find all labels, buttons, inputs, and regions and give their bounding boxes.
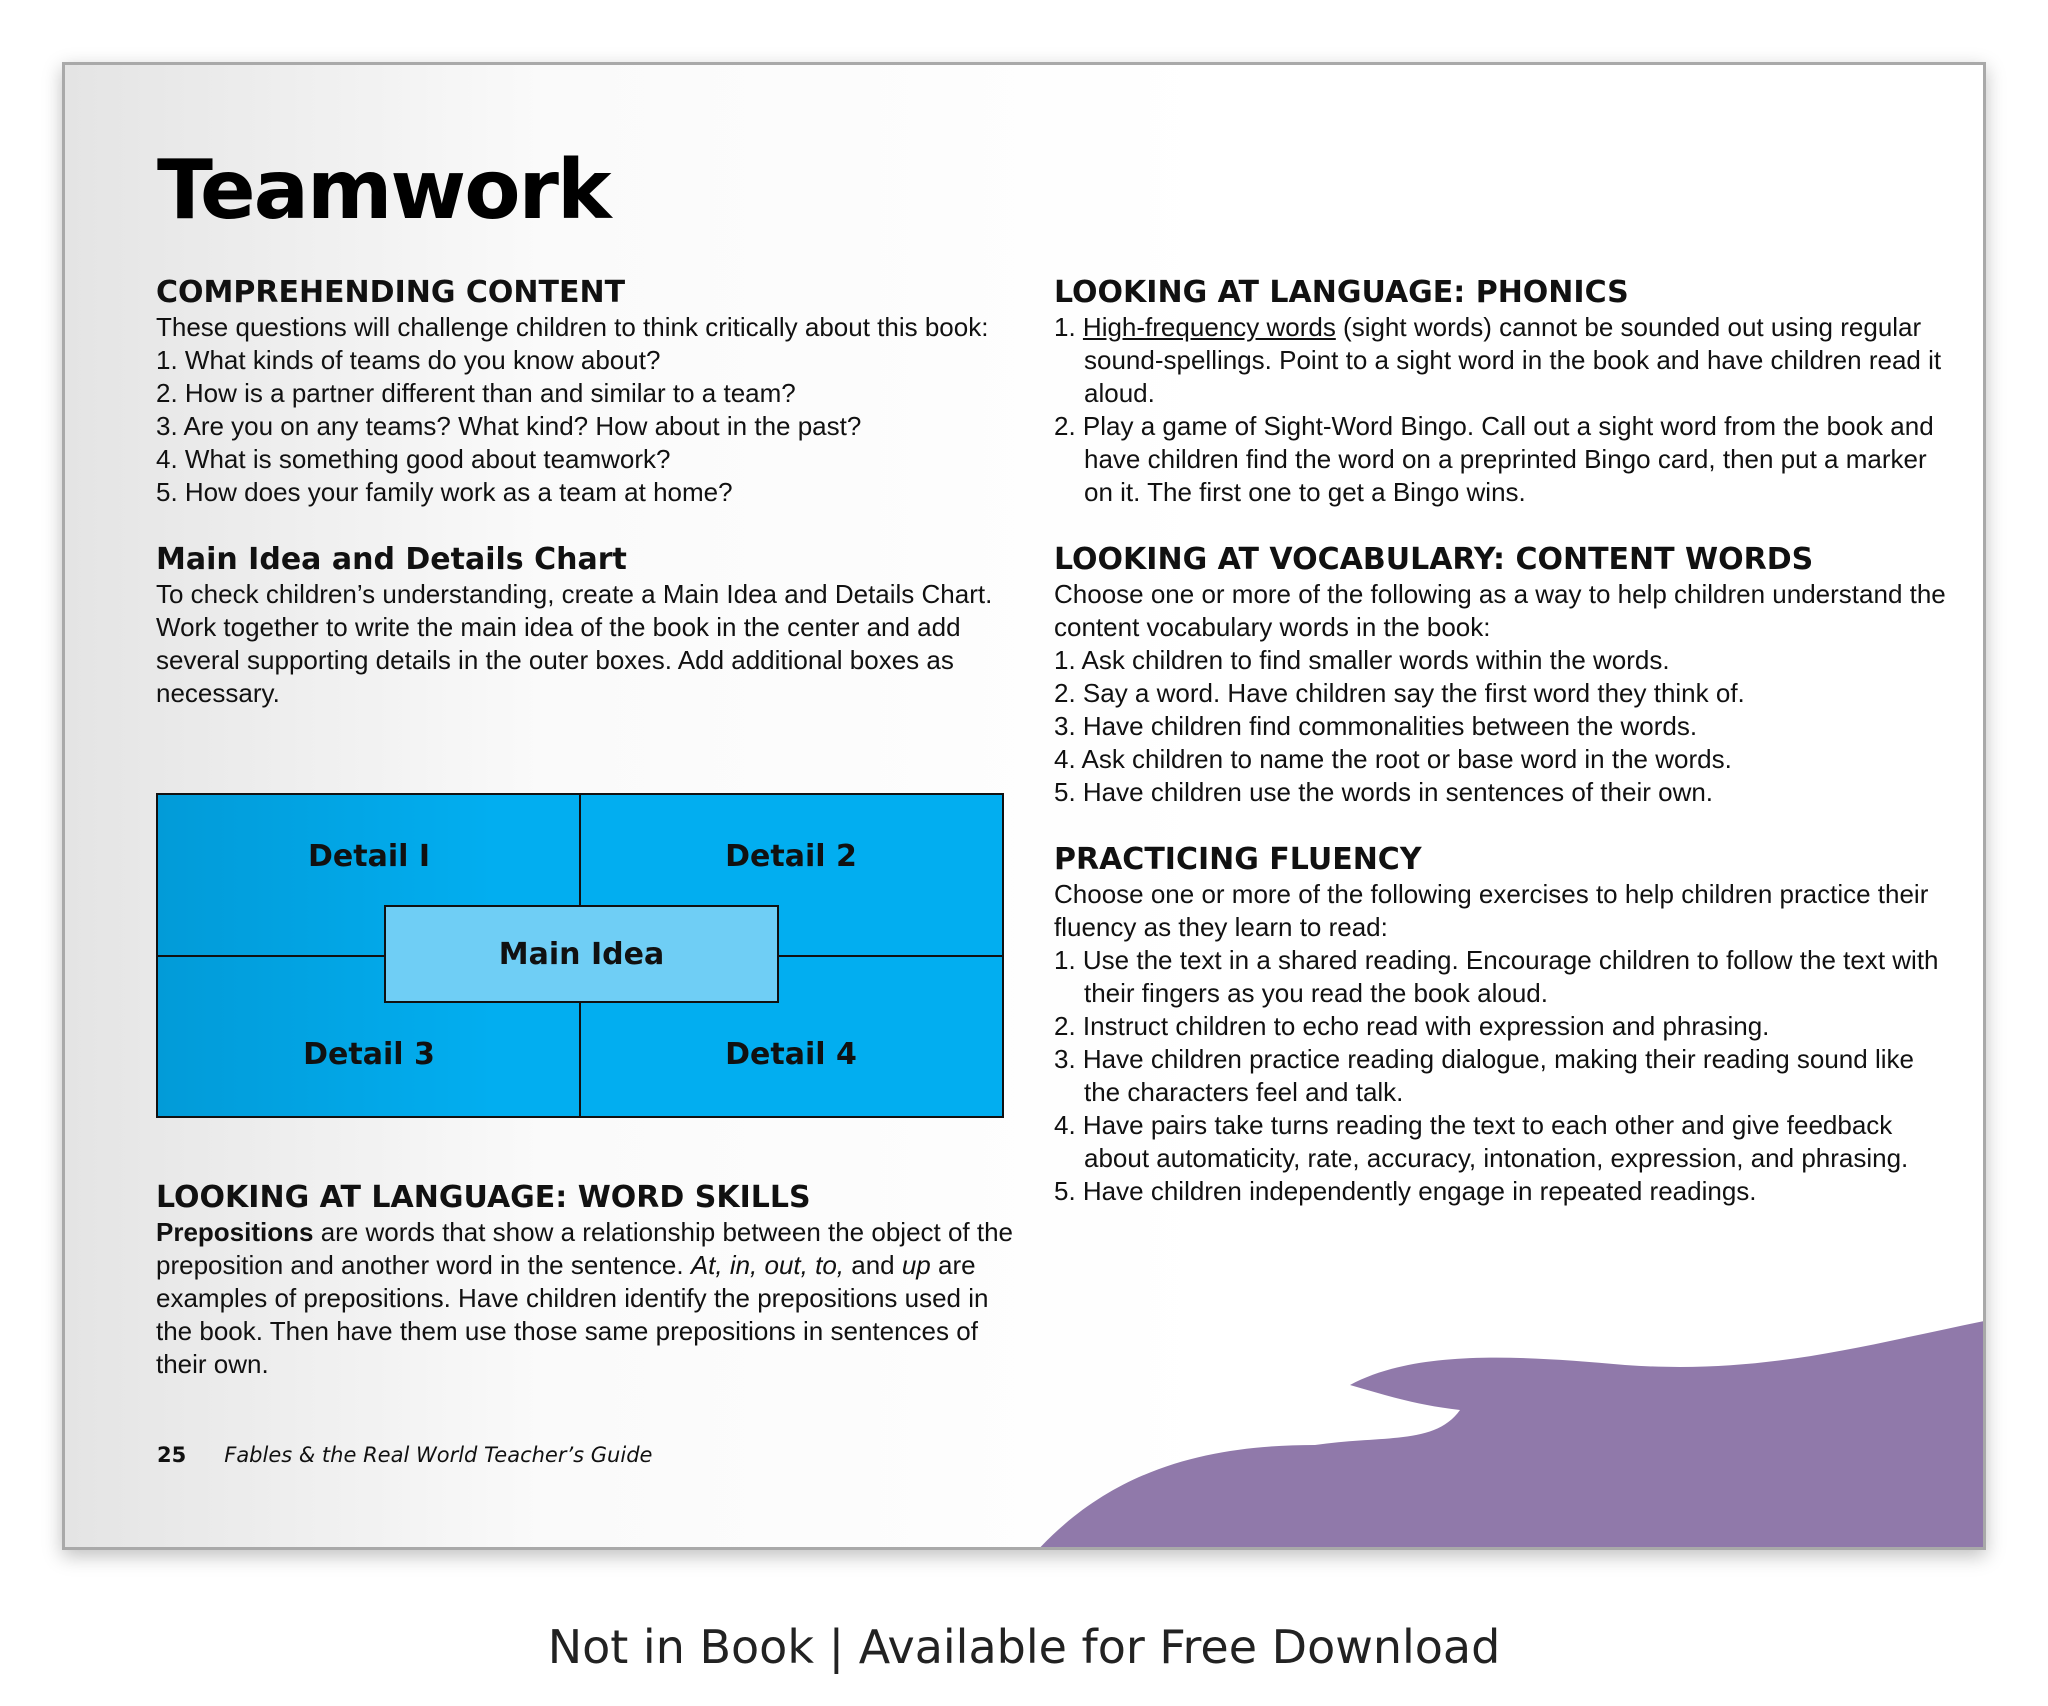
page-number: 25	[157, 1443, 187, 1467]
left-column: COMPREHENDING CONTENT These questions wi…	[156, 275, 1016, 743]
detail-1-box: Detail I	[307, 839, 430, 874]
main-idea-section: Main Idea and Details Chart To check chi…	[156, 542, 1016, 710]
text: and	[844, 1250, 902, 1280]
right-column: LOOKING AT LANGUAGE: PHONICS 1. High-fre…	[1054, 275, 1954, 1241]
list-item: 1. High-frequency words (sight words) ca…	[1054, 311, 1954, 410]
italic-text: At, in, out, to,	[690, 1250, 845, 1280]
list-item: 5. Have children independently engage in…	[1054, 1176, 1757, 1206]
detail-3-box: Detail 3	[303, 1037, 435, 1072]
comprehending-section: COMPREHENDING CONTENT These questions wi…	[156, 275, 1016, 509]
text: (sight words) cannot be sounded out usin…	[1084, 312, 1942, 408]
list-item: 4. Ask children to name the root or base…	[1054, 744, 1732, 774]
text: 1.	[1054, 312, 1083, 342]
section-text: Prepositions are words that show a relat…	[156, 1216, 1016, 1381]
page-footer: 25 Fables & the Real World Teacher’s Guid…	[157, 1443, 652, 1467]
list-item: 2. Say a word. Have children say the fir…	[1054, 678, 1745, 708]
list-item: 4. Have pairs take turns reading the tex…	[1054, 1110, 1909, 1173]
main-idea-box: Main Idea	[384, 905, 779, 1003]
section-text: To check children’s understanding, creat…	[156, 579, 993, 708]
guide-title: Fables & the Real World Teacher’s Guide	[224, 1443, 653, 1467]
section-intro: Choose one or more of the following as a…	[1054, 579, 1946, 642]
section-heading: LOOKING AT LANGUAGE: PHONICS	[1054, 275, 1629, 310]
italic-text: up	[901, 1250, 931, 1280]
list-item: 2. Play a game of Sight-Word Bingo. Call…	[1054, 411, 1934, 507]
list-item: 5. Have children use the words in senten…	[1054, 777, 1714, 807]
list-item: 1. What kinds of teams do you know about…	[156, 345, 661, 375]
phonics-section: LOOKING AT LANGUAGE: PHONICS 1. High-fre…	[1054, 275, 1954, 509]
purple-wave-decoration	[1040, 1321, 1983, 1547]
list-item: 5. How does your family work as a team a…	[156, 477, 733, 507]
list-item: 2. Instruct children to echo read with e…	[1054, 1011, 1770, 1041]
guide-page: Teamwork COMPREHENDING CONTENT These que…	[62, 62, 1986, 1550]
section-heading: PRACTICING FLUENCY	[1054, 842, 1422, 877]
availability-note: Not in Book | Available for Free Downloa…	[547, 1620, 1501, 1674]
list-item: 1. Use the text in a shared reading. Enc…	[1054, 945, 1939, 1008]
detail-4-box: Detail 4	[725, 1037, 857, 1072]
list-item: 4. What is something good about teamwork…	[156, 444, 671, 474]
vocabulary-section: LOOKING AT VOCABULARY: CONTENT WORDS Cho…	[1054, 542, 1954, 809]
text: are words that show a relationship betwe…	[156, 1217, 1014, 1280]
list-item: 3. Are you on any teams? What kind? How …	[156, 411, 862, 441]
detail-2-box: Detail 2	[725, 839, 857, 874]
page-title: Teamwork	[157, 143, 611, 238]
bold-term: Prepositions	[156, 1217, 314, 1247]
text: are examples of prepositions. Have child…	[156, 1250, 989, 1379]
high-frequency-words-link[interactable]: High-frequency words	[1082, 312, 1336, 342]
word-skills-section: LOOKING AT LANGUAGE: WORD SKILLS Preposi…	[156, 1180, 1016, 1381]
fluency-section: PRACTICING FLUENCY Choose one or more of…	[1054, 842, 1954, 1208]
main-idea-details-chart: Detail I Detail 2 Detail 3 Detail 4 Main…	[156, 793, 1004, 1118]
list-item: 1. Ask children to find smaller words wi…	[1054, 645, 1670, 675]
list-item: 3. Have children find commonalities betw…	[1054, 711, 1698, 741]
list-item: 3. Have children practice reading dialog…	[1054, 1044, 1914, 1107]
list-item: 2. How is a partner different than and s…	[156, 378, 796, 408]
section-heading: LOOKING AT LANGUAGE: WORD SKILLS	[156, 1180, 811, 1215]
section-intro: These questions will challenge children …	[156, 312, 989, 342]
section-heading: COMPREHENDING CONTENT	[156, 275, 626, 310]
section-heading: LOOKING AT VOCABULARY: CONTENT WORDS	[1054, 542, 1814, 577]
section-intro: Choose one or more of the following exer…	[1054, 879, 1929, 942]
section-heading: Main Idea and Details Chart	[156, 542, 627, 577]
